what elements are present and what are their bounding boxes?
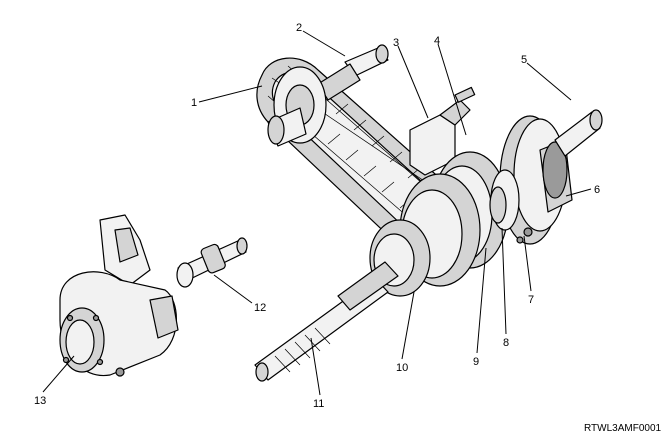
leader-lines (42, 30, 592, 396)
oil-pump-housing (59, 214, 179, 377)
callout-7: 7 (528, 294, 534, 306)
callout-13: 13 (34, 395, 46, 407)
callout-labels: 1 2 3 4 5 6 7 8 9 10 11 12 13 (34, 22, 600, 410)
callout-2: 2 (296, 22, 302, 34)
callout-4: 4 (434, 35, 440, 47)
callout-10: 10 (396, 362, 408, 374)
callout-8: 8 (503, 337, 509, 349)
rear-output-assembly (489, 109, 603, 245)
callout-11: 11 (313, 398, 324, 410)
callout-3: 3 (393, 37, 399, 49)
lower-gear-assembly (369, 151, 509, 297)
input-shaft (254, 261, 399, 382)
callout-12: 12 (254, 302, 266, 314)
callout-9: 9 (473, 356, 479, 368)
callout-5: 5 (521, 54, 527, 66)
pump-drive-shaft (176, 237, 248, 288)
callout-1: 1 (191, 97, 197, 109)
callout-6: 6 (594, 184, 600, 196)
figure-code: RTWL3AMF000101 (584, 423, 661, 434)
upper-output-shaft (267, 44, 389, 147)
